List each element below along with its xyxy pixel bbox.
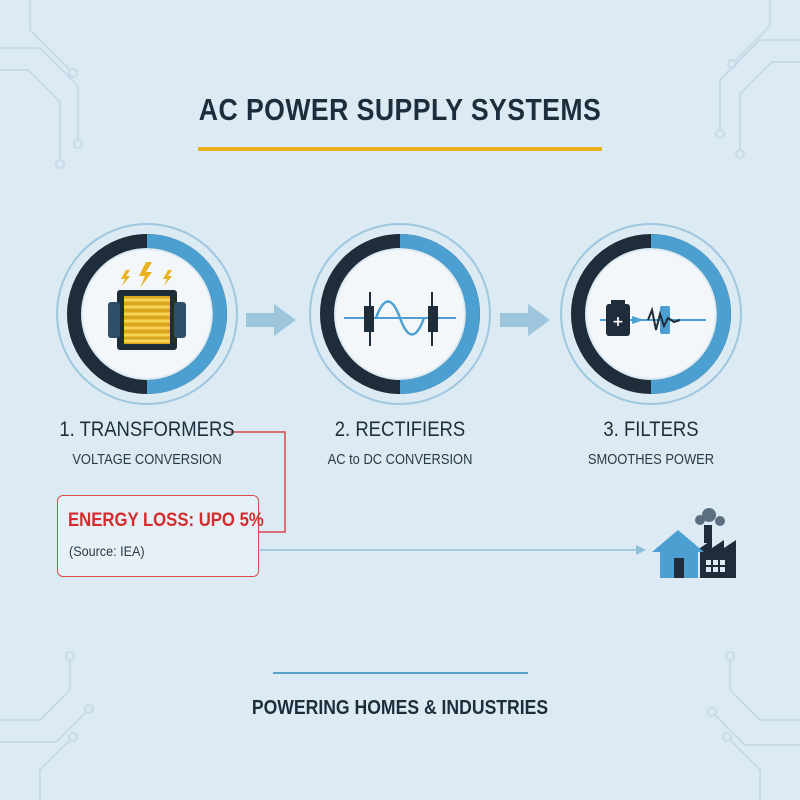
page-title: AC POWER SUPPLY SYSTEMS	[198, 92, 602, 127]
step-circle-2	[309, 223, 491, 405]
step-2-subtitle: AC to DC CONVERSION	[327, 451, 473, 468]
step-1-subtitle: VOLTAGE CONVERSION	[72, 451, 222, 468]
footer-divider	[273, 672, 528, 674]
title-underline	[198, 147, 602, 151]
arrow-2-icon	[500, 304, 550, 336]
flow-arrow-icon	[636, 545, 646, 555]
step-3-subtitle: SMOOTHES POWER	[587, 451, 715, 468]
transformer-icon	[108, 262, 186, 350]
footer-caption: POWERING HOMES & INDUSTRIES	[251, 697, 549, 719]
step-3-title: 3. FILTERS	[603, 418, 699, 441]
rectifier-icon	[344, 292, 456, 346]
callout-title: ENERGY LOSS: UPO 5%	[68, 510, 264, 531]
step-1-title: 1. TRANSFORMERS	[59, 418, 235, 441]
home-factory-icon	[652, 508, 736, 578]
energy-loss-callout: ENERGY LOSS: UPO 5% (Source: IEA)	[57, 495, 264, 577]
arrow-1-icon	[246, 304, 296, 336]
svg-text:+: +	[612, 314, 624, 330]
step-2-title: 2. RECTIFIERS	[334, 418, 466, 441]
callout-connector	[230, 431, 286, 533]
filter-icon: +	[600, 300, 706, 336]
callout-source: (Source: IEA)	[69, 543, 145, 559]
